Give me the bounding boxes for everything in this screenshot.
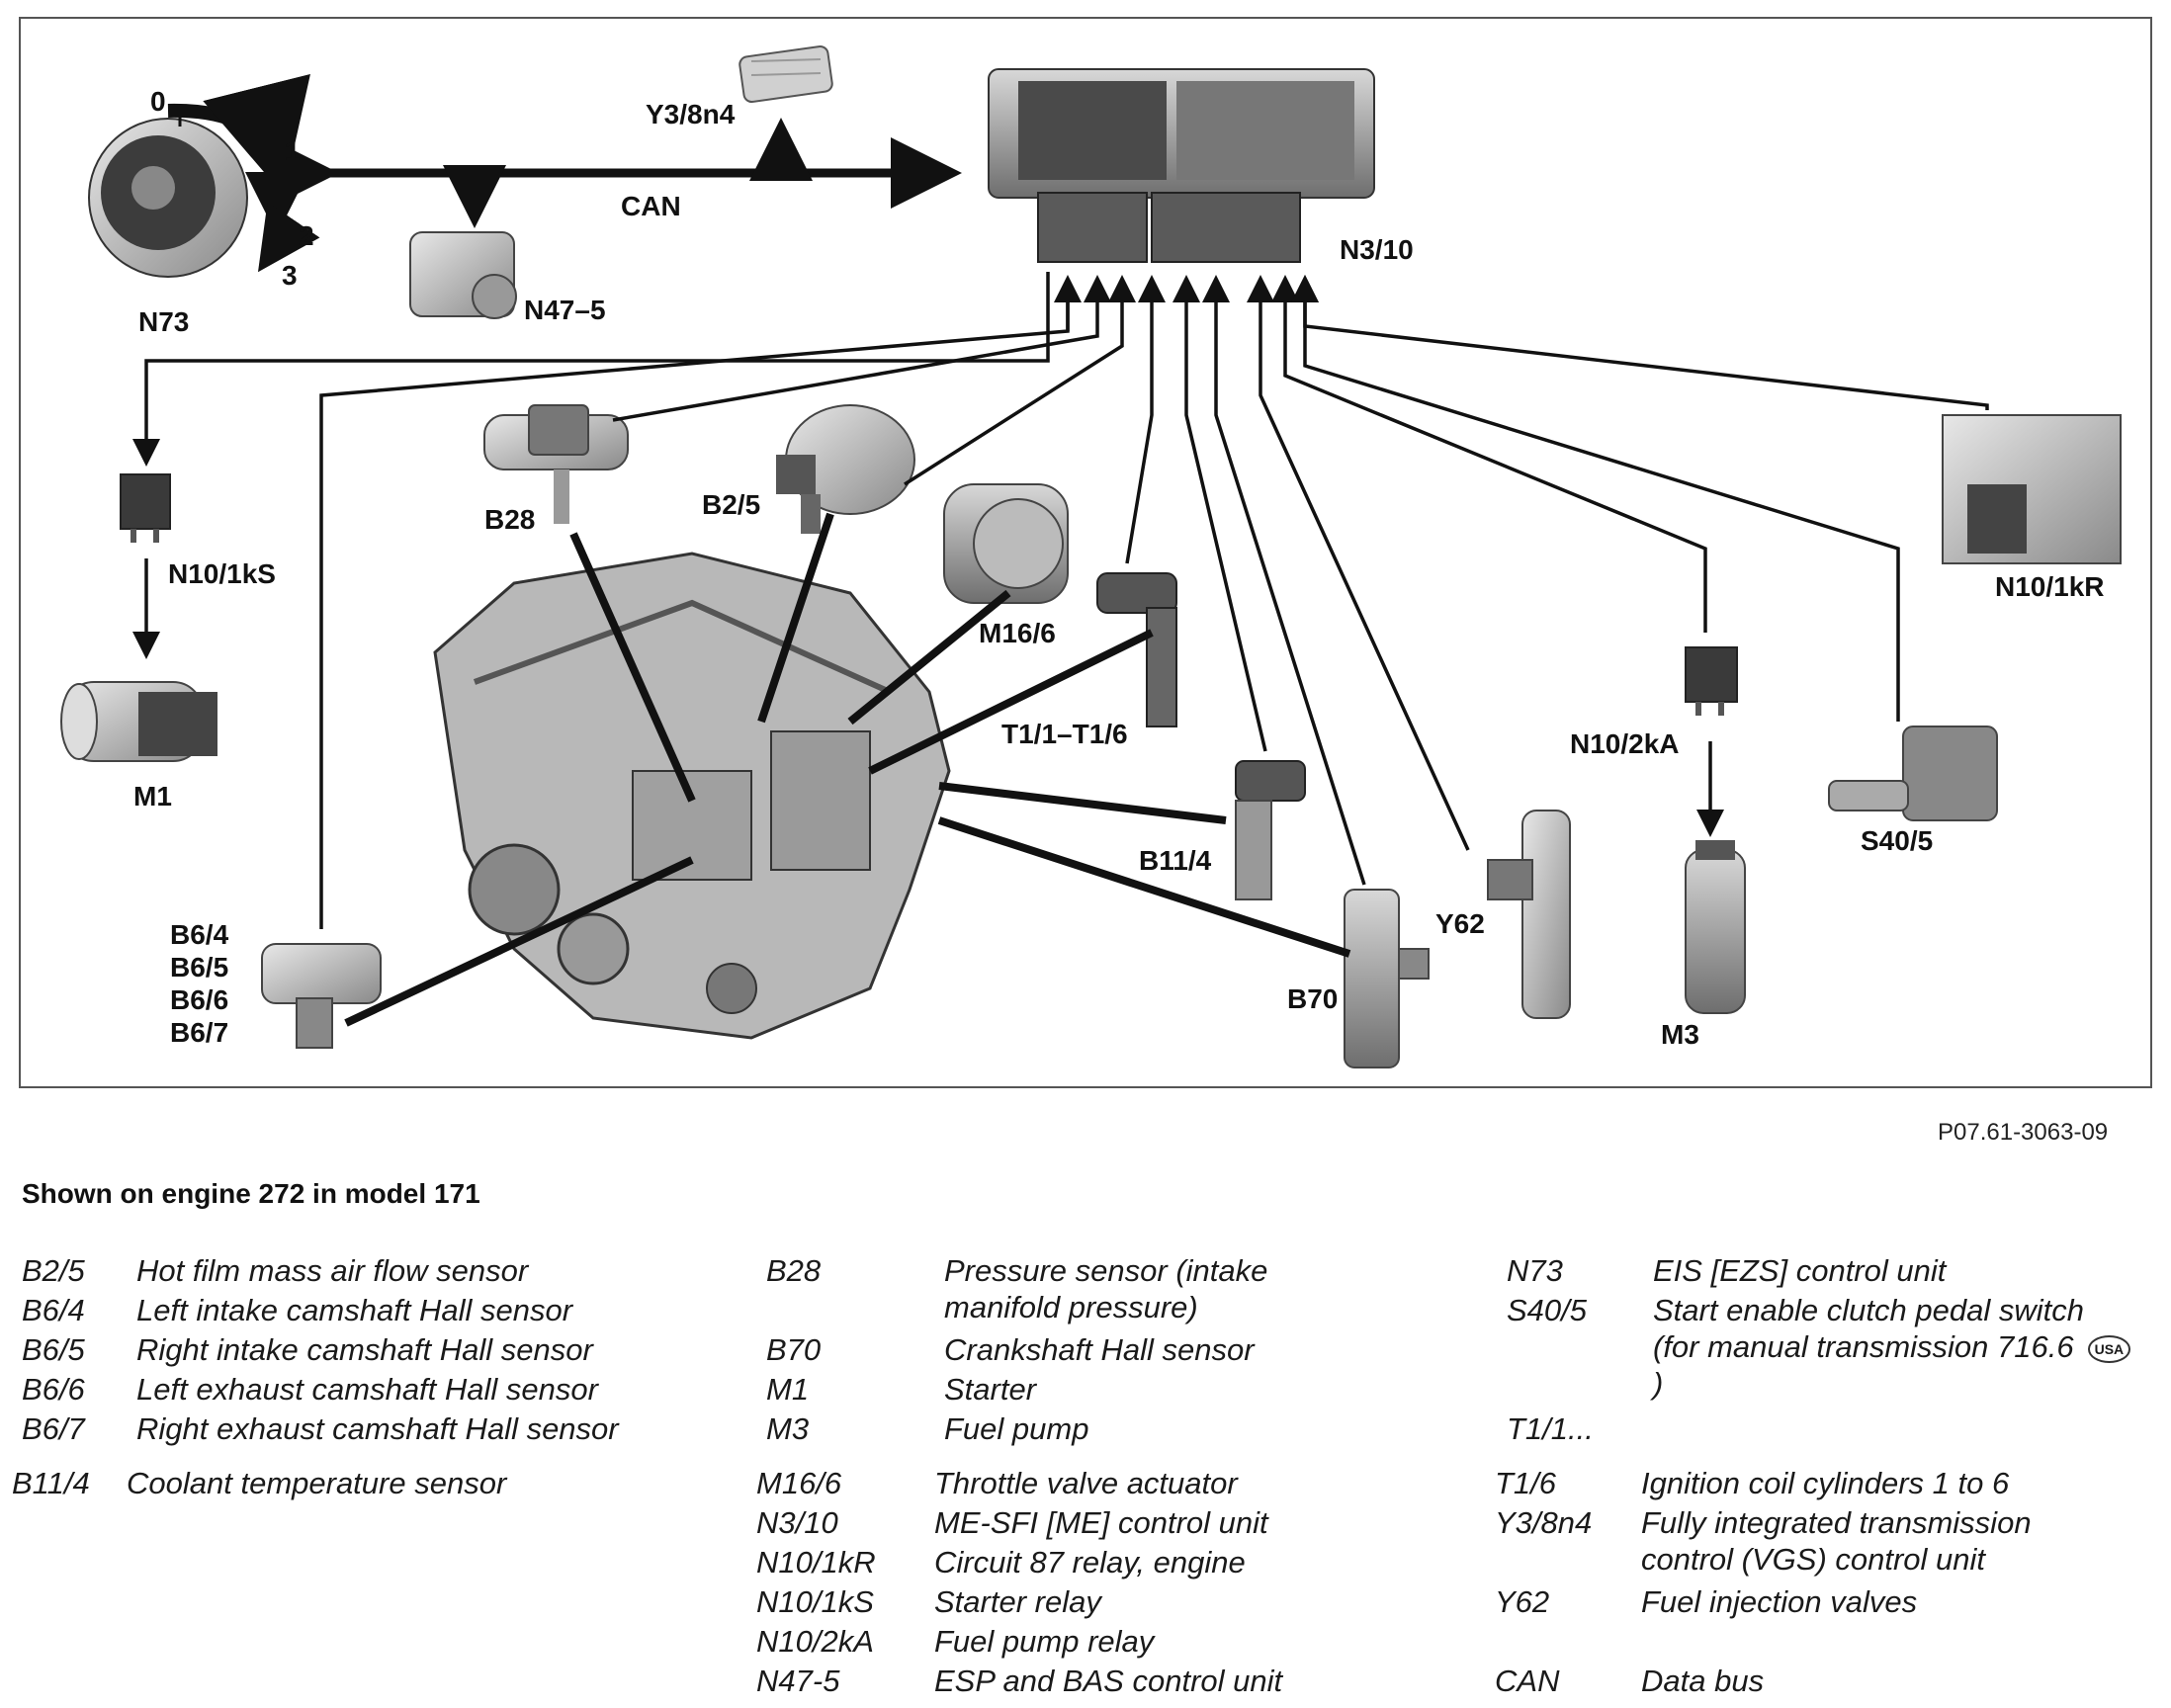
label-m1: M1 [133, 781, 172, 811]
legend-item-continued: manifold pressure) [944, 1290, 1198, 1324]
label-b6-4: B6/4 [170, 919, 229, 950]
starter-m1 [60, 681, 217, 762]
label-b11-4: B11/4 [1139, 845, 1212, 876]
label-can: CAN [621, 191, 681, 221]
coolant-temperature-sensor-b11-4 [1235, 760, 1306, 900]
label-b70: B70 [1287, 983, 1338, 1014]
throttle-valve-actuator-m16-6 [943, 483, 1069, 604]
fuel-pump-relay-n10-2ka [1685, 646, 1738, 716]
label-y3-8n4: Y3/8n4 [646, 99, 736, 129]
transmission-control-unit-y3-8n4 [738, 44, 833, 104]
legend-item-continued: control (VGS) control unit [1641, 1542, 1986, 1577]
connection-lines [132, 118, 1989, 1027]
label-n10-1ks: N10/1kS [168, 558, 276, 589]
label-key-pos-1: 1 [285, 135, 301, 166]
usa-badge: USA [2087, 1334, 2131, 1363]
label-m3: M3 [1661, 1019, 1699, 1050]
label-s40-5: S40/5 [1861, 825, 1933, 856]
label-b28: B28 [484, 504, 535, 535]
ignition-lock-n73 [88, 73, 320, 278]
engine-management-diagram: N73 0 1 2 3 Y3/8n4 CAN N47–5 N3/10 N10/1… [19, 17, 2152, 1088]
label-n10-1kr: N10/1kR [1995, 571, 2105, 602]
label-m16-6: M16/6 [979, 618, 1056, 648]
component-labels: N73 0 1 2 3 Y3/8n4 CAN N47–5 N3/10 N10/1… [133, 86, 2105, 1050]
mass-air-flow-sensor-b2-5 [776, 404, 915, 534]
ignition-coil-t1 [1096, 572, 1177, 727]
starter-relay-n10-1ks [120, 473, 171, 543]
label-b6-6: B6/6 [170, 984, 228, 1015]
label-key-pos-3: 3 [282, 260, 298, 291]
label-n47-5: N47–5 [524, 295, 606, 325]
label-n3-10: N3/10 [1340, 234, 1414, 265]
label-t1: T1/1–T1/6 [1001, 719, 1128, 749]
label-key-pos-2: 2 [299, 220, 314, 251]
figure-reference: P07.61-3063-09 [1938, 1119, 2109, 1146]
label-y62: Y62 [1435, 908, 1485, 939]
label-b2-5: B2/5 [702, 489, 760, 520]
clutch-pedal-switch-s40-5 [1828, 726, 1998, 821]
fuel-pump-m3 [1685, 840, 1746, 1014]
label-n73: N73 [138, 306, 189, 337]
camshaft-hall-sensor-b6 [261, 943, 382, 1049]
label-b6-7: B6/7 [170, 1017, 228, 1048]
legend-item-continued: ) [1653, 1366, 1664, 1401]
esp-bas-control-unit-n47-5 [409, 231, 517, 319]
label-b6-5: B6/5 [170, 952, 228, 982]
diagram-frame [19, 17, 2152, 1088]
figure-caption: Shown on engine 272 in model 171 [22, 1178, 480, 1209]
crankshaft-hall-sensor-b70 [1344, 889, 1430, 1068]
me-sfi-control-unit-n3-10 [988, 68, 1375, 263]
label-key-pos-0: 0 [150, 86, 166, 117]
label-n10-2ka: N10/2kA [1570, 728, 1680, 759]
fuel-injector-y62 [1487, 810, 1571, 1019]
circuit-87-relay-n10-1kr [1942, 414, 2122, 564]
intake-pressure-sensor-b28 [483, 404, 629, 524]
